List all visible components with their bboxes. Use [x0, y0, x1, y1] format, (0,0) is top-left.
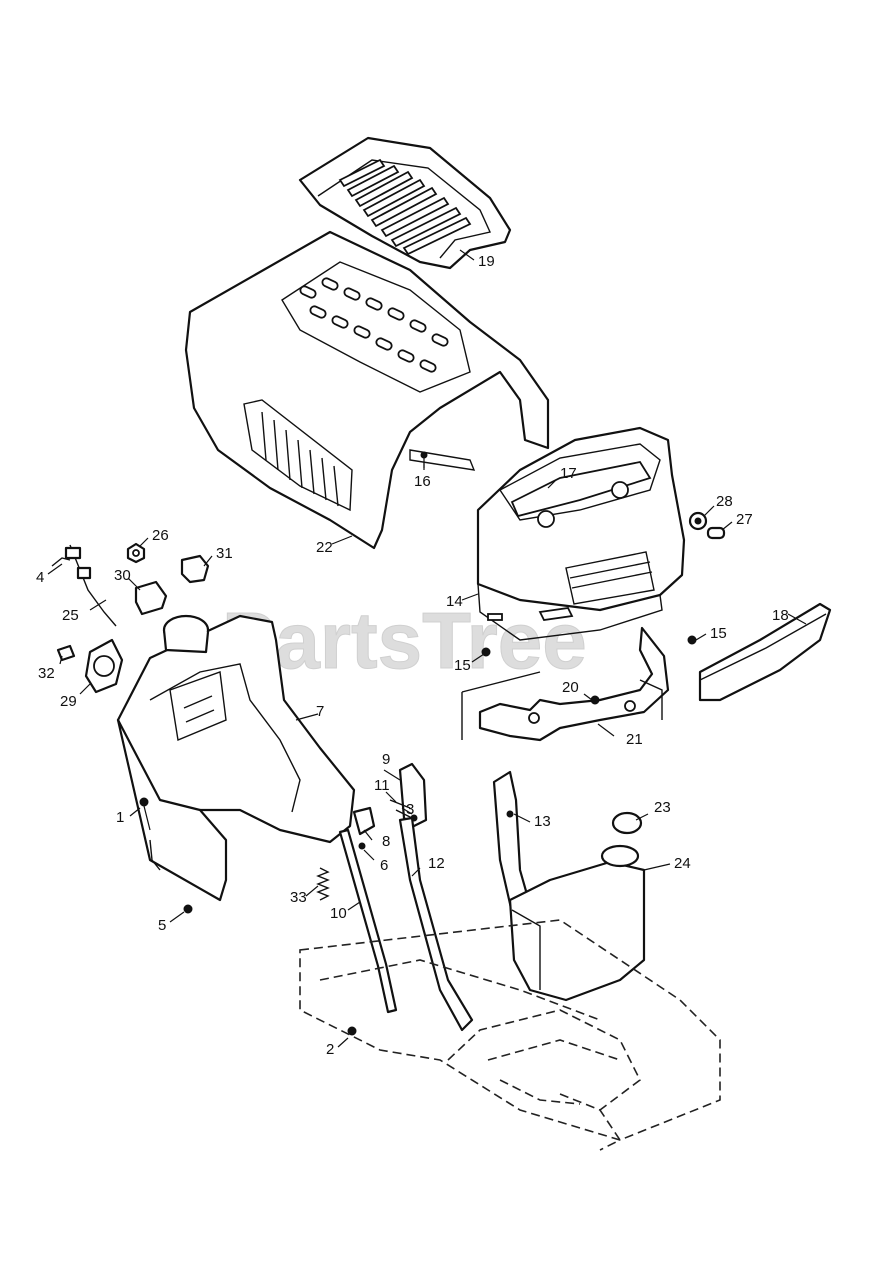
- callout-9: 9: [382, 751, 390, 768]
- watermark: PartsTree: [222, 596, 587, 685]
- callout-labels: 1 2 3 4 5 6 7 8 9 10 11 12 13 14 15 15 1…: [36, 253, 789, 1058]
- part-rod-10[interactable]: [338, 828, 398, 1014]
- part-clip-32[interactable]: [56, 644, 76, 662]
- part-bracket-21[interactable]: [478, 626, 670, 742]
- part-side-panel[interactable]: [116, 718, 228, 902]
- part-ignition-29[interactable]: [84, 638, 124, 694]
- part-screw-6[interactable]: [358, 842, 366, 850]
- leader-lines: [47, 249, 807, 1048]
- part-knob-31[interactable]: [180, 554, 210, 584]
- part-fuel-cap-23[interactable]: [611, 811, 643, 835]
- callout-15b: 15: [454, 657, 471, 674]
- callout-25: 25: [62, 607, 79, 624]
- callout-7: 7: [316, 703, 324, 720]
- part-nut-26[interactable]: [126, 542, 146, 564]
- grille-slats: [338, 158, 472, 256]
- part-switch-harness-25[interactable]: [64, 544, 117, 627]
- callout-33: 33: [290, 889, 307, 906]
- callout-24: 24: [674, 855, 691, 872]
- callout-30: 30: [114, 567, 131, 584]
- callout-14: 14: [446, 593, 463, 610]
- frame-outline: [299, 919, 721, 1151]
- callout-15a: 15: [710, 625, 727, 642]
- part-grille-nose[interactable]: [476, 426, 686, 641]
- callout-4: 4: [36, 569, 44, 586]
- part-light-socket-28[interactable]: [688, 511, 708, 531]
- part-screw-5[interactable]: [183, 904, 193, 914]
- callout-6: 6: [380, 857, 388, 874]
- callout-13: 13: [534, 813, 551, 830]
- callout-29: 29: [60, 693, 77, 710]
- part-bolt-1[interactable]: [139, 797, 151, 831]
- part-spring-clip-11[interactable]: [389, 799, 413, 819]
- hood-side-grille: [261, 411, 339, 507]
- part-hood-grille-insert[interactable]: [298, 136, 512, 270]
- callout-11: 11: [374, 777, 390, 794]
- callout-21: 21: [626, 731, 643, 748]
- part-cam-8[interactable]: [352, 806, 376, 836]
- hood-vent-slots: [299, 277, 449, 373]
- part-nut-2[interactable]: [347, 1026, 357, 1036]
- part-hood[interactable]: [184, 230, 550, 550]
- part-nut-20[interactable]: [590, 695, 600, 705]
- callout-1: 1: [116, 809, 124, 826]
- callout-27: 27: [736, 511, 753, 528]
- part-switch-30[interactable]: [134, 580, 168, 616]
- part-dash-panel[interactable]: [116, 614, 356, 844]
- callout-8: 8: [382, 833, 390, 850]
- callout-10: 10: [330, 905, 347, 922]
- callout-12: 12: [428, 855, 445, 872]
- callout-3: 3: [406, 801, 414, 818]
- callout-18: 18: [772, 607, 789, 624]
- callout-32: 32: [38, 665, 55, 682]
- part-key-4[interactable]: [51, 557, 71, 567]
- part-brace-12[interactable]: [398, 816, 474, 1032]
- part-front-bumper[interactable]: [698, 602, 832, 702]
- callout-20: 20: [562, 679, 579, 696]
- callout-28: 28: [716, 493, 733, 510]
- callout-31: 31: [216, 545, 233, 562]
- callout-22: 22: [316, 539, 333, 556]
- callout-2: 2: [326, 1041, 334, 1058]
- callout-26: 26: [152, 527, 169, 544]
- callout-17: 17: [560, 465, 577, 482]
- part-spring-33[interactable]: [316, 867, 330, 901]
- part-light-bulb-27[interactable]: [706, 526, 726, 540]
- callout-23: 23: [654, 799, 671, 816]
- callout-16: 16: [414, 473, 431, 490]
- callout-19: 19: [478, 253, 495, 270]
- callout-5: 5: [158, 917, 166, 934]
